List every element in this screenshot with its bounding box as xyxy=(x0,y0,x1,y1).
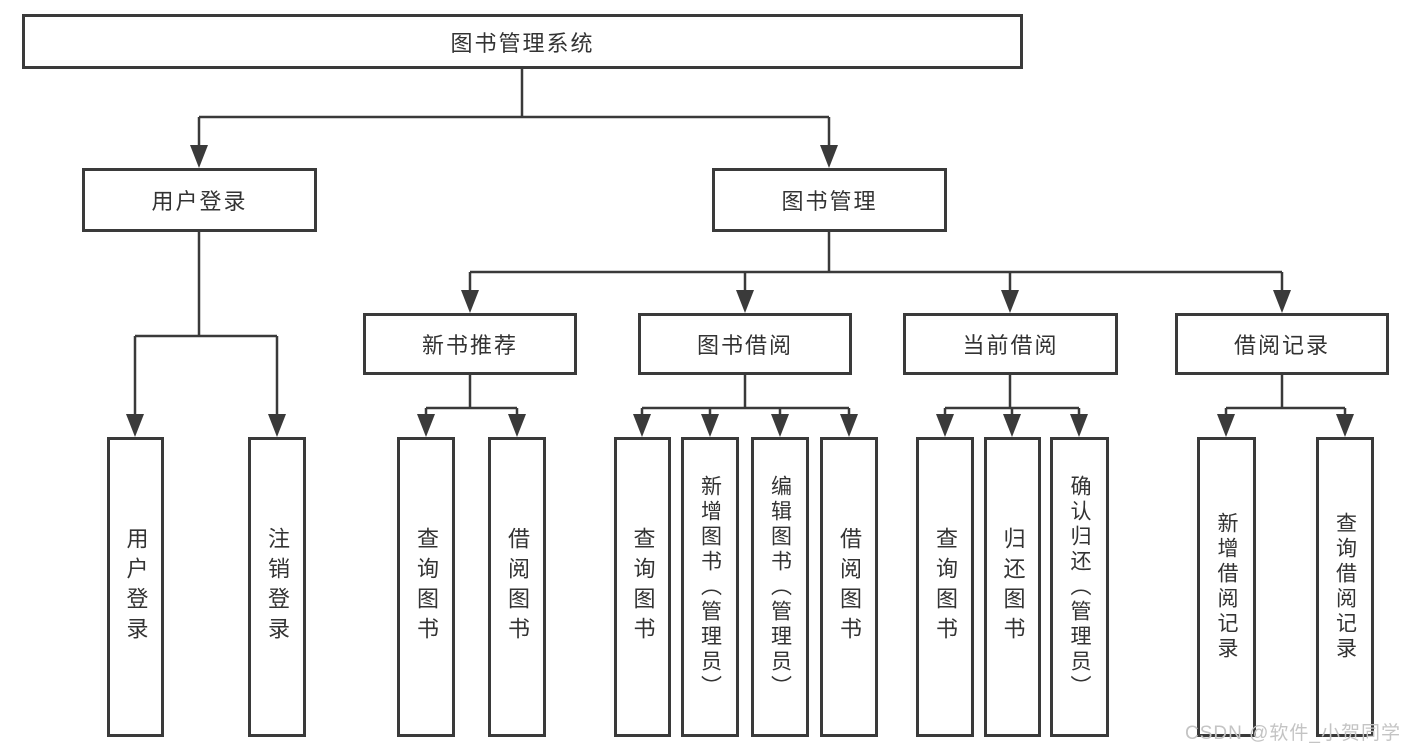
leaf-records-query-borrow-record: 查询借阅记录 xyxy=(1316,437,1374,737)
leaf-recommend-borrow-books: 借阅图书 xyxy=(488,437,546,737)
leaf-label: 查询图书 xyxy=(933,527,958,647)
arrowheads xyxy=(126,145,1354,437)
leaf-current-query-books: 查询图书 xyxy=(916,437,974,737)
leaf-borrow-borrow-books: 借阅图书 xyxy=(820,437,878,737)
leaf-borrow-add-books-admin: 新增图书（管理员） xyxy=(681,437,739,737)
leaf-records-add-borrow-record: 新增借阅记录 xyxy=(1197,437,1256,737)
leaf-label: 归还图书 xyxy=(1000,527,1026,647)
leaf-borrow-edit-books-admin: 编辑图书（管理员） xyxy=(751,437,809,737)
leaf-recommend-query-books: 查询图书 xyxy=(397,437,455,737)
leaf-logout: 注销登录 xyxy=(248,437,306,737)
leaf-label: 借阅图书 xyxy=(837,527,862,647)
leaf-label: 新增图书（管理员） xyxy=(698,474,722,700)
node-root: 图书管理系统 xyxy=(22,14,1023,69)
leaf-label: 查询借阅记录 xyxy=(1333,512,1357,662)
leaf-label: 新增借阅记录 xyxy=(1215,512,1238,662)
leaf-label: 查询图书 xyxy=(630,527,656,647)
node-new-book-recommendation: 新书推荐 xyxy=(363,313,577,375)
leaf-user-login: 用户登录 xyxy=(107,437,164,737)
leaf-label: 注销登录 xyxy=(265,527,290,647)
node-book-borrowing: 图书借阅 xyxy=(638,313,852,375)
csdn-watermark: CSDN @软件_小贺同学 xyxy=(1185,723,1401,744)
leaf-borrow-query-books: 查询图书 xyxy=(614,437,671,737)
leaf-label: 编辑图书（管理员） xyxy=(768,474,792,700)
leaf-label: 查询图书 xyxy=(414,527,439,647)
leaf-current-confirm-return-admin: 确认归还（管理员） xyxy=(1050,437,1109,737)
leaf-label: 用户登录 xyxy=(123,527,149,647)
node-user-login: 用户登录 xyxy=(82,168,317,232)
node-book-management: 图书管理 xyxy=(712,168,947,232)
leaf-current-return-books: 归还图书 xyxy=(984,437,1041,737)
node-current-borrowing: 当前借阅 xyxy=(903,313,1118,375)
node-borrowing-records: 借阅记录 xyxy=(1175,313,1389,375)
leaf-label: 借阅图书 xyxy=(505,527,530,647)
leaf-label: 确认归还（管理员） xyxy=(1068,474,1091,700)
